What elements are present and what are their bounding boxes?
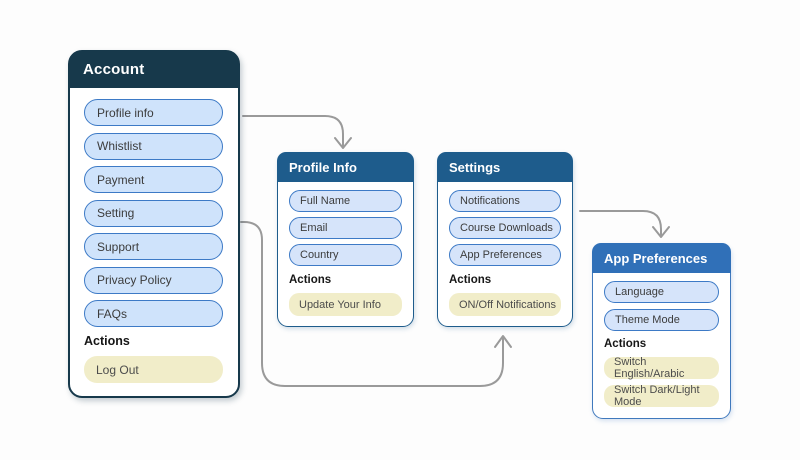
profile-info-actions-label: Actions: [289, 274, 332, 286]
account-action-log-out[interactable]: Log Out: [84, 356, 223, 383]
account-panel-header: Account: [69, 51, 239, 88]
profile-info-panel-body: Full Name Email Country Actions Update Y…: [278, 182, 413, 326]
profile-info-item-email[interactable]: Email: [289, 217, 402, 239]
settings-panel-title: Settings: [449, 159, 501, 175]
account-item-whistlist[interactable]: Whistlist: [84, 132, 223, 160]
arrow-account-to-profile-info: [242, 115, 352, 149]
profile-info-panel: Profile Info Full Name Email Country Act…: [277, 152, 414, 327]
settings-item-course-downloads[interactable]: Course Downloads: [449, 217, 561, 239]
account-item-profile-info[interactable]: Profile info: [84, 99, 223, 126]
profile-info-panel-header: Profile Info: [277, 152, 414, 182]
settings-panel: Settings Notifications Course Downloads …: [437, 152, 573, 327]
app-preferences-item-language[interactable]: Language: [604, 281, 719, 303]
account-panel-title: Account: [83, 61, 145, 78]
profile-info-item-country[interactable]: Country: [289, 244, 402, 266]
profile-info-panel-title: Profile Info: [289, 159, 357, 175]
account-item-setting[interactable]: Setting: [84, 199, 223, 227]
app-preferences-actions-label: Actions: [604, 337, 647, 350]
settings-panel-header: Settings: [437, 152, 573, 182]
account-item-faqs[interactable]: FAQs: [84, 300, 223, 327]
settings-actions-label: Actions: [449, 274, 492, 286]
settings-item-app-preferences[interactable]: App Preferences: [449, 244, 561, 266]
account-item-privacy-policy[interactable]: Privacy Policy: [84, 266, 223, 294]
app-preferences-action-switch-english-arabic[interactable]: Switch English/Arabic: [604, 356, 719, 380]
account-item-payment[interactable]: Payment: [84, 166, 223, 193]
arrow-settings-to-app-preferences: [579, 210, 670, 238]
app-preferences-panel-body: Language Theme Mode Actions Switch Engli…: [593, 273, 730, 418]
app-preferences-item-theme-mode[interactable]: Theme Mode: [604, 308, 719, 331]
app-preferences-action-switch-dark-light-mode[interactable]: Switch Dark/Light Mode: [604, 384, 719, 408]
settings-item-notifications[interactable]: Notifications: [449, 190, 561, 212]
app-preferences-panel-header: App Preferences: [592, 243, 731, 273]
profile-info-item-full-name[interactable]: Full Name: [289, 190, 402, 212]
settings-action-on-off-notifications[interactable]: ON/Off Notifications: [449, 293, 561, 316]
account-panel-body: Profile info Whistlist Payment Setting S…: [70, 88, 238, 396]
app-preferences-panel: App Preferences Language Theme Mode Acti…: [592, 243, 731, 419]
settings-panel-body: Notifications Course Downloads App Prefe…: [438, 182, 572, 326]
account-panel: Account Profile info Whistlist Payment S…: [68, 50, 240, 398]
app-preferences-panel-title: App Preferences: [604, 250, 708, 266]
account-actions-label: Actions: [84, 334, 130, 348]
profile-info-action-update-your-info[interactable]: Update Your Info: [289, 293, 402, 316]
account-item-support[interactable]: Support: [84, 233, 223, 260]
